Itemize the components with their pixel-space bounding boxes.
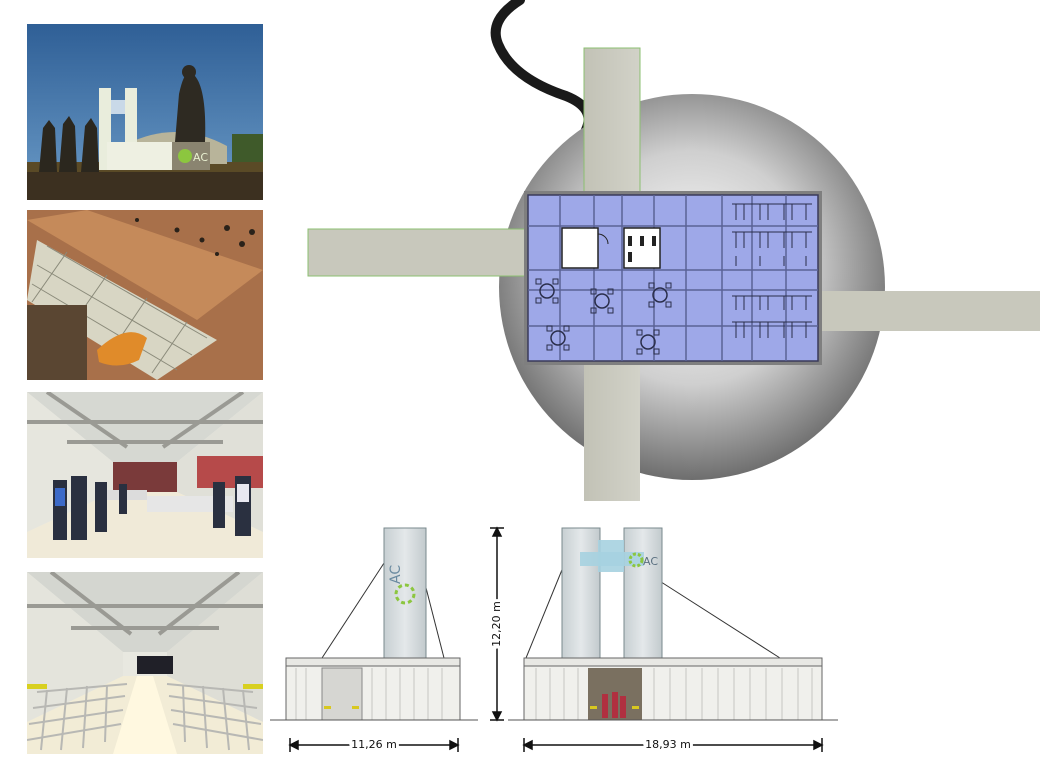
height-label: 12,20 m [490,601,503,647]
side-elevation: AC [270,527,478,721]
dimension-side-width [288,738,460,752]
seating-rows [732,203,812,338]
restroom-left [561,227,599,269]
interior-photo-seating [27,572,263,754]
interior-photo-tables [27,392,263,558]
side-width-label: 11,26 m [351,738,397,751]
floor-plan [524,191,822,365]
front-elevation: AC [508,527,838,721]
front-width-label: 18,93 m [645,738,691,751]
site-plan [307,0,1040,501]
dimension-front-width [522,738,824,752]
walkway-west [307,228,527,277]
cable-line [490,0,594,135]
dimension-height [490,526,504,722]
front-tower-logo: AC [643,555,658,568]
aerial-photo [27,210,263,380]
exterior-photo: AC [27,24,263,200]
walkway-east [818,291,1040,331]
walkway-north [583,47,641,194]
side-tower-logo: AC [388,565,404,584]
walkway-south [584,362,640,501]
round-tables [535,278,672,355]
pavilion-logo-text: AC [193,151,208,164]
